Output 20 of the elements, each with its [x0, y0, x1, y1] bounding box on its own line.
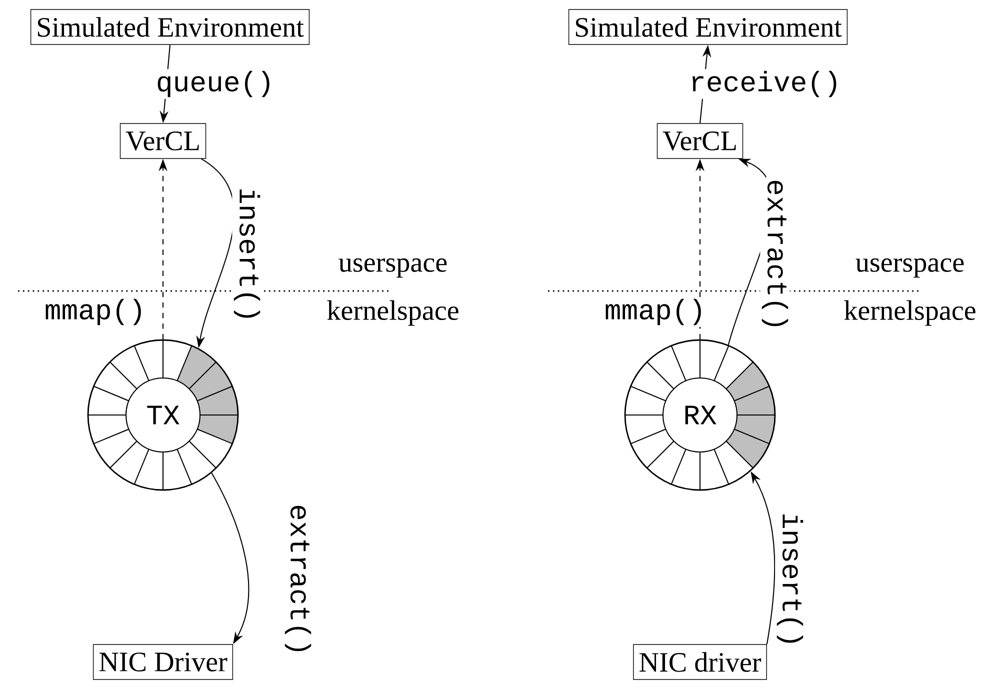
ring-buffer: RX: [624, 339, 776, 491]
process-box: NIC driver: [633, 644, 767, 680]
ring-buffer: TX: [87, 339, 239, 491]
process-box: NIC Driver: [92, 644, 234, 680]
region-label: kernelspace: [327, 300, 458, 326]
edge-label: receive(): [687, 69, 843, 99]
edge-label: extract(): [283, 502, 313, 658]
edge-label: insert(): [232, 186, 262, 324]
process-box: Simulated Environment: [568, 9, 848, 45]
edge-label: extract(): [760, 177, 790, 333]
process-box: VerCL: [120, 123, 206, 159]
edge-label: queue(): [154, 69, 276, 99]
region-label: userspace: [338, 258, 447, 278]
region-label: userspace: [856, 258, 964, 278]
region-label: kernelspace: [844, 300, 976, 326]
process-box: VerCL: [656, 123, 744, 159]
edge-label: insert(): [775, 510, 805, 650]
edge-label: mmap(): [602, 297, 708, 327]
process-box: Simulated Environment: [30, 9, 310, 45]
edge-label: mmap(): [42, 297, 148, 327]
